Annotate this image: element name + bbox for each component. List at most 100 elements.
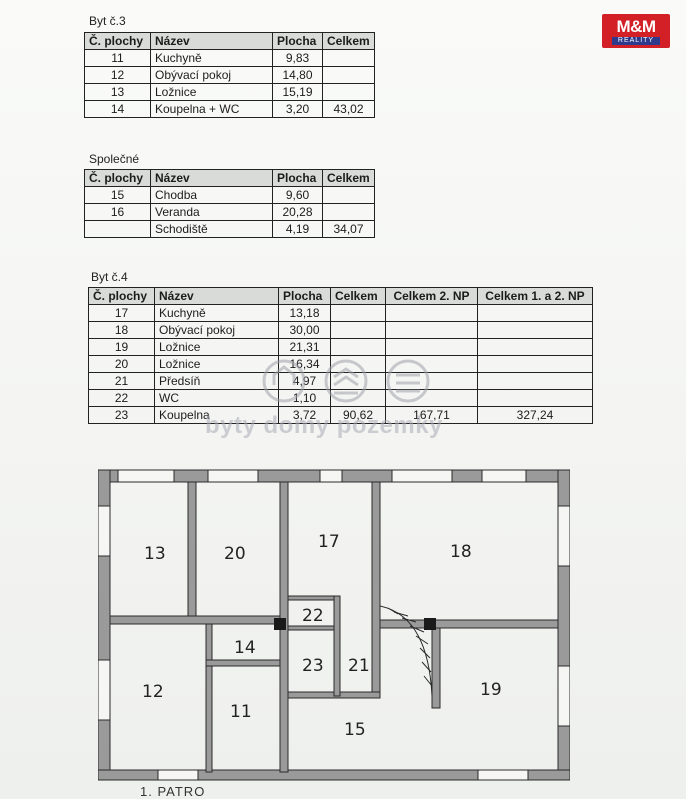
room-label: 14 [234,638,256,658]
header-cell: Č. plochy [84,32,151,50]
table-cell [477,321,593,339]
room-label: 17 [318,532,340,552]
room-label: 13 [144,544,166,564]
table-cell: Koupelna [154,406,279,424]
table-cell [322,49,375,67]
byt4-title: Byt č.4 [91,270,128,284]
table-cell: 30,00 [278,321,331,339]
table-row: 12 Obývací pokoj 14,80 [84,66,375,84]
table-cell: 13,18 [278,304,331,322]
table-cell [385,304,478,322]
table-cell: 23 [88,406,155,424]
table-cell: 20 [88,355,155,373]
table-cell: 11 [84,49,151,67]
table-header-row: Č. plochy Název Plocha Celkem Celkem 2. … [88,287,593,305]
header-cell: Celkem [330,287,386,305]
room-label: 12 [142,682,164,702]
byt4-table: Č. plochy Název Plocha Celkem Celkem 2. … [88,287,593,424]
table-row: 18 Obývací pokoj 30,00 [88,321,593,339]
table-header-row: Č. plochy Název Plocha Celkem [84,32,375,50]
table-cell: Ložnice [154,355,279,373]
table-cell: Koupelna + WC [150,100,273,118]
spolecne-table: Č. plochy Název Plocha Celkem 15 Chodba … [84,169,375,238]
table-cell: Veranda [150,203,273,221]
header-cell: Celkem [322,32,375,50]
table-cell: Obývací pokoj [150,66,273,84]
table-cell: 19 [88,338,155,356]
table-cell: 43,02 [322,100,375,118]
table-row: 23 Koupelna 3,72 90,62 167,71 327,24 [88,406,593,424]
table-cell: Kuchyně [154,304,279,322]
logo-title: M&M [616,16,656,36]
table-cell: 327,24 [477,406,593,424]
header-cell: Plocha [278,287,331,305]
header-cell: Celkem 1. a 2. NP [477,287,593,305]
table-row: 17 Kuchyně 13,18 [88,304,593,322]
table-cell: 16 [84,203,151,221]
room-label: 11 [230,702,252,722]
header-cell: Celkem 2. NP [385,287,478,305]
table-cell: Ložnice [154,338,279,356]
room-label: 18 [450,542,472,562]
table-cell [330,304,386,322]
table-cell [477,389,593,407]
table-cell: 20,28 [272,203,323,221]
table-cell [322,186,375,204]
table-cell: 167,71 [385,406,478,424]
watermark-text: byty domy pozemky [205,412,443,439]
table-cell: 17 [88,304,155,322]
table-cell: WC [154,389,279,407]
table-row: 11 Kuchyně 9,83 [84,49,375,67]
table-cell: Chodba [150,186,273,204]
table-cell: 3,20 [272,100,323,118]
room-label: 22 [302,606,324,626]
table-cell: 9,60 [272,186,323,204]
table-cell: Ložnice [150,83,273,101]
table-cell: 18 [88,321,155,339]
header-cell: Plocha [272,32,323,50]
table-cell [385,338,478,356]
logo-subtitle: REALITY [611,36,661,45]
table-cell: 12 [84,66,151,84]
table-cell [84,220,151,238]
table-cell: Obývací pokoj [154,321,279,339]
table-cell [322,203,375,221]
table-cell: 14,80 [272,66,323,84]
table-cell: 21,31 [278,338,331,356]
header-cell: Název [150,169,273,187]
table-cell: 34,07 [322,220,375,238]
table-row: 19 Ložnice 21,31 [88,338,593,356]
table-cell [322,66,375,84]
table-cell [477,304,593,322]
room-label: 19 [480,680,502,700]
table-cell: Kuchyně [150,49,273,67]
byt3-title: Byt č.3 [89,14,126,28]
table-row: 15 Chodba 9,60 [84,186,375,204]
table-cell: 9,83 [272,49,323,67]
watermark-house-icons [262,355,432,407]
header-cell: Č. plochy [84,169,151,187]
table-cell: Schodiště [150,220,273,238]
room-label: 20 [224,544,246,564]
table-row: Schodiště 4,19 34,07 [84,220,375,238]
floor-plan-drawing [98,469,570,781]
table-cell: 13 [84,83,151,101]
table-row: 14 Koupelna + WC 3,20 43,02 [84,100,375,118]
room-label: 21 [348,656,370,676]
table-cell: 15 [84,186,151,204]
table-header-row: Č. plochy Název Plocha Celkem [84,169,375,187]
byt3-table: Č. plochy Název Plocha Celkem 11 Kuchyně… [84,32,375,118]
table-cell [330,338,386,356]
floor-caption: 1. PATRO [140,784,206,799]
table-cell: 21 [88,372,155,390]
table-row: 13 Ložnice 15,19 [84,83,375,101]
table-cell: 14 [84,100,151,118]
header-cell: Celkem [322,169,375,187]
table-cell: 15,19 [272,83,323,101]
table-row: 16 Veranda 20,28 [84,203,375,221]
table-cell [477,372,593,390]
table-cell [477,355,593,373]
room-label: 15 [344,720,366,740]
floor-plan: 13 20 17 18 22 14 23 21 12 11 19 15 [98,466,570,799]
